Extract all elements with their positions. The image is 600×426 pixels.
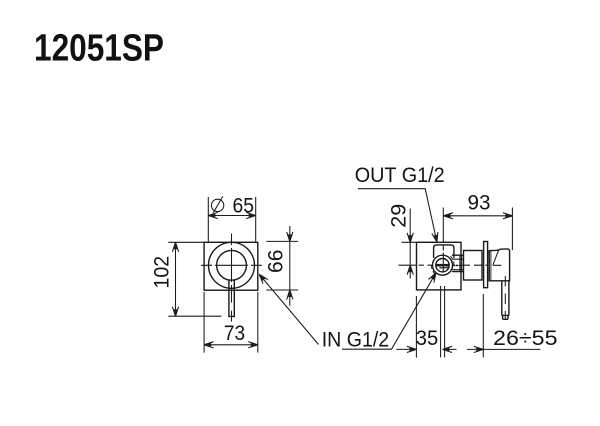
svg-text:102: 102 — [150, 256, 174, 289]
svg-text:93: 93 — [468, 191, 491, 215]
svg-text:65: 65 — [233, 194, 255, 218]
svg-text:OUT G1/2: OUT G1/2 — [355, 163, 445, 187]
svg-text:IN G1/2: IN G1/2 — [322, 328, 390, 352]
svg-text:12051SP: 12051SP — [34, 28, 164, 70]
svg-text:29: 29 — [386, 204, 410, 228]
svg-text:26÷55: 26÷55 — [493, 326, 558, 350]
svg-text:66: 66 — [264, 250, 288, 273]
svg-text:35: 35 — [416, 326, 439, 350]
svg-text:73: 73 — [224, 321, 245, 345]
